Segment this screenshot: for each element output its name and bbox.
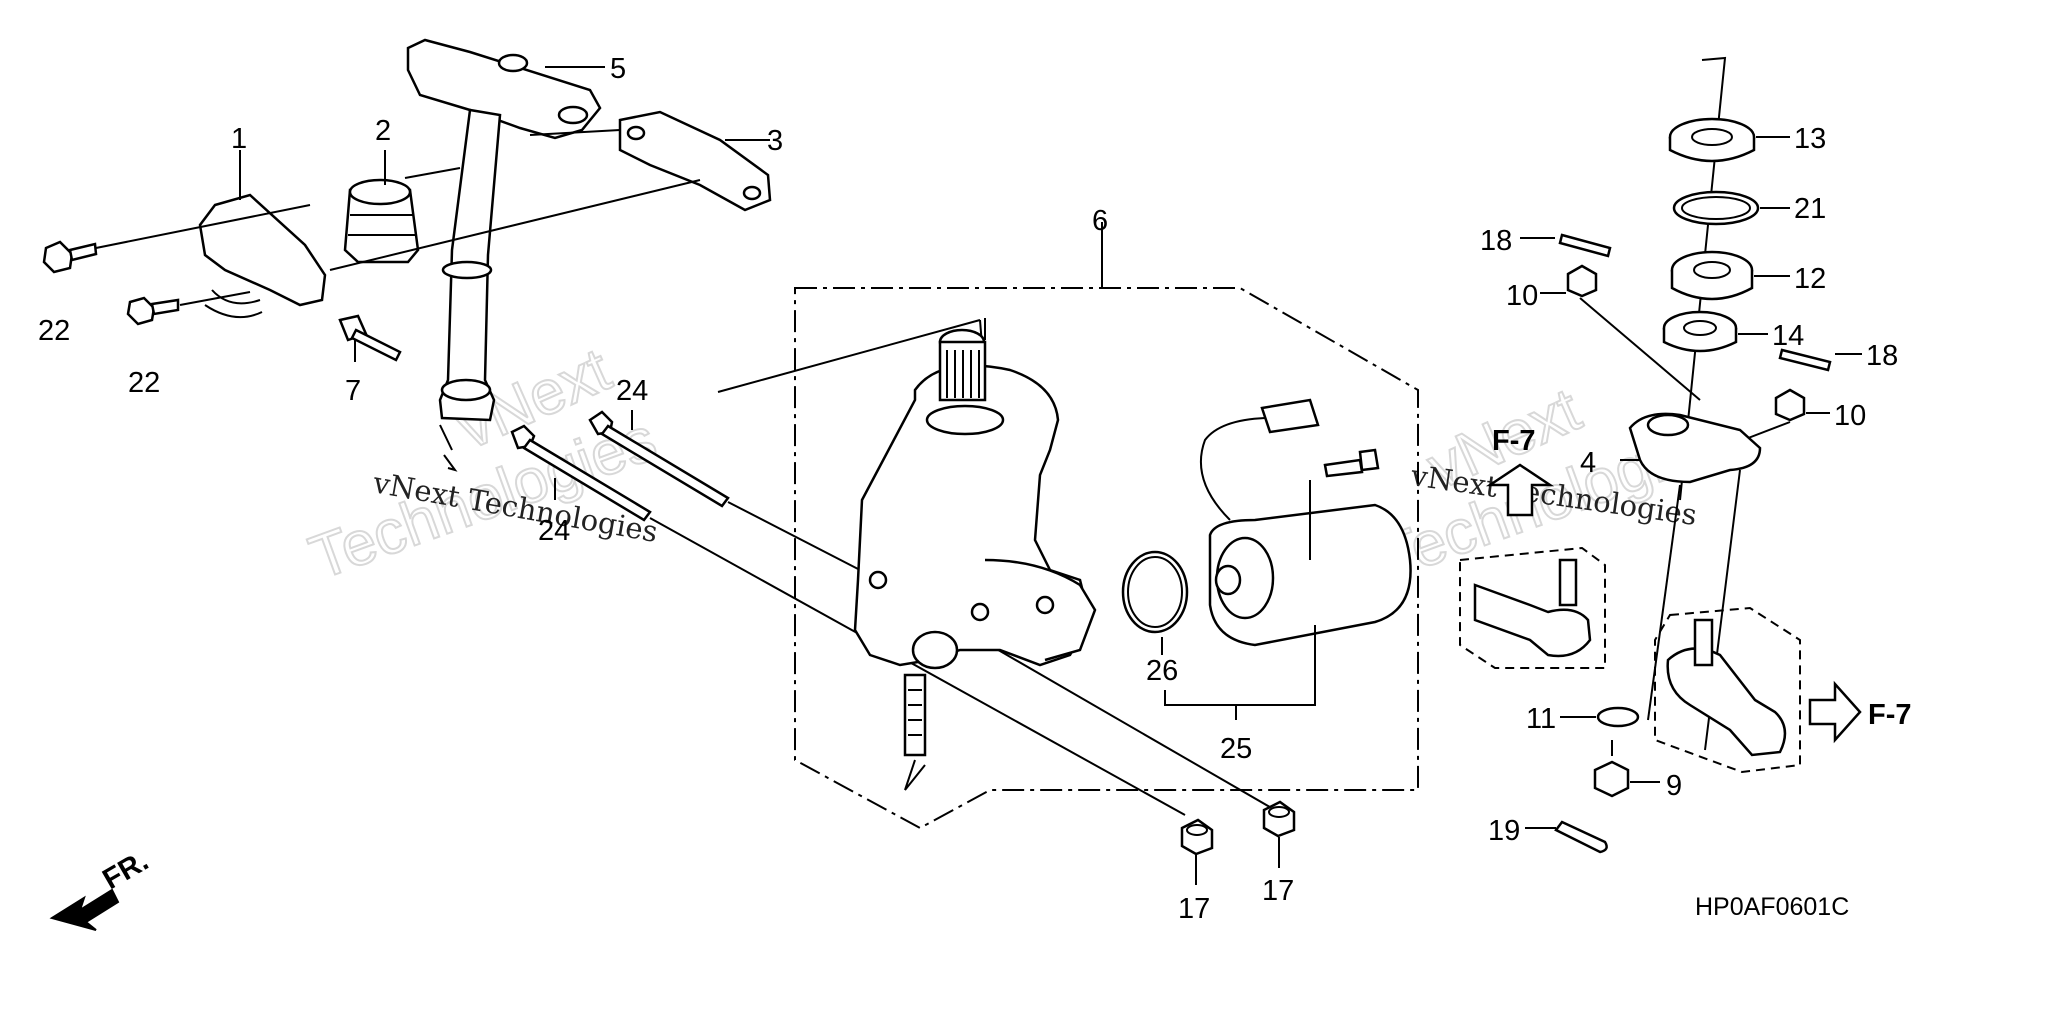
callout-12: 12	[1794, 263, 1826, 295]
long-bolt-24-a	[600, 424, 730, 508]
part-22-bolt-a	[42, 240, 74, 274]
fr-label: FR.	[98, 845, 154, 896]
ref-f7-right: F-7	[1868, 699, 1912, 731]
callout-10-a: 10	[1506, 280, 1538, 312]
callouts: 1 2 3 4 5 6 7 9 10 10 11 12 13 14 17 17 …	[38, 53, 1912, 925]
tie-rod-end-lower	[1666, 647, 1787, 757]
callout-26: 26	[1146, 655, 1178, 687]
callout-17-a: 17	[1178, 893, 1210, 925]
nut-17-b	[1262, 800, 1296, 838]
callout-7: 7	[345, 375, 361, 407]
nut-9	[1593, 760, 1630, 798]
motor-25	[1164, 398, 1412, 720]
knuckle-assembly	[1520, 56, 1862, 854]
callout-18-b: 18	[1866, 340, 1898, 372]
nut-10-b	[1774, 388, 1806, 422]
part-3-clamp	[618, 110, 772, 212]
callout-18-a: 18	[1480, 225, 1512, 257]
output-shaft	[903, 673, 927, 757]
tie-rod-end-upper	[1473, 583, 1592, 658]
long-bolt-24-b	[522, 438, 652, 522]
callout-9: 9	[1666, 770, 1682, 802]
nut-17-a	[1180, 818, 1214, 856]
callout-2: 2	[375, 115, 391, 147]
part-7-bolt	[350, 328, 402, 362]
watermark-right: vNext Technologies vNext Technologies	[1370, 374, 1736, 594]
steering-gearbox	[717, 318, 1097, 791]
callout-11: 11	[1526, 703, 1556, 735]
callout-4: 4	[1580, 447, 1596, 479]
callout-6: 6	[1092, 205, 1108, 237]
part-1-holder	[198, 193, 327, 307]
diagram-code: HP0AF0601C	[1695, 893, 1849, 921]
gearbox-assembly-frame	[794, 222, 1419, 830]
callout-22-a: 22	[38, 315, 70, 347]
callout-24-b: 24	[538, 515, 570, 547]
part-22-bolt-b	[126, 296, 156, 326]
callout-5: 5	[610, 53, 626, 85]
callout-3: 3	[767, 125, 783, 157]
front-direction-arrow: FR.	[49, 845, 154, 931]
tie-rod-ends	[1459, 463, 1862, 774]
nuts-17	[1180, 800, 1296, 885]
callout-14: 14	[1772, 320, 1804, 352]
callout-22-b: 22	[128, 367, 160, 399]
motor-connector	[1260, 398, 1320, 434]
o-ring-26	[1121, 550, 1189, 655]
callout-1: 1	[231, 123, 247, 155]
steering-shaft-assembly	[42, 38, 772, 472]
nut-10-a	[1566, 264, 1598, 298]
callout-25: 25	[1220, 733, 1252, 765]
part-5-upper-bracket	[406, 38, 602, 140]
callout-19: 19	[1488, 815, 1520, 847]
callout-13: 13	[1794, 123, 1826, 155]
callout-21: 21	[1794, 193, 1826, 225]
leader-lines	[239, 66, 770, 500]
callout-17-b: 17	[1262, 875, 1294, 907]
ref-arrow-right	[1808, 680, 1862, 744]
ref-f7-upper: F-7	[1492, 425, 1536, 457]
cotter-pin-18-a	[1558, 233, 1612, 258]
callout-10-b: 10	[1834, 400, 1866, 432]
callout-24-a: 24	[616, 375, 648, 407]
cotter-pin-18-b	[1778, 348, 1832, 372]
cotter-pin-19	[1554, 820, 1608, 854]
long-bolts-24	[510, 410, 1276, 816]
ref-arrow-upper	[1485, 463, 1555, 517]
